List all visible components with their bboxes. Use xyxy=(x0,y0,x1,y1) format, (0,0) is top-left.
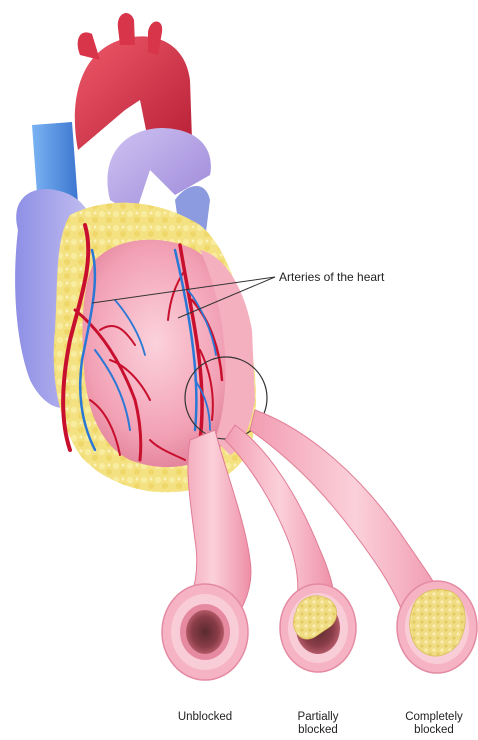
caption-unblocked: Unblocked xyxy=(160,711,250,724)
arteries-label: Arteries of the heart xyxy=(279,271,384,284)
cross-section-complete xyxy=(397,581,477,673)
caption-partial-line2: blocked xyxy=(283,724,353,737)
caption-complete-line1: Completely xyxy=(394,711,474,724)
cross-section-unblocked xyxy=(162,584,248,680)
caption-partial-line1: Partially xyxy=(283,711,353,724)
aorta-branch-1 xyxy=(78,32,100,60)
caption-completely-blocked: Completely blocked xyxy=(394,711,474,737)
caption-partially-blocked: Partially blocked xyxy=(283,711,353,737)
cross-section-partial xyxy=(280,584,356,672)
caption-complete-line2: blocked xyxy=(394,724,474,737)
aorta-branch-2 xyxy=(118,13,135,45)
caption-unblocked-line1: Unblocked xyxy=(160,711,250,724)
